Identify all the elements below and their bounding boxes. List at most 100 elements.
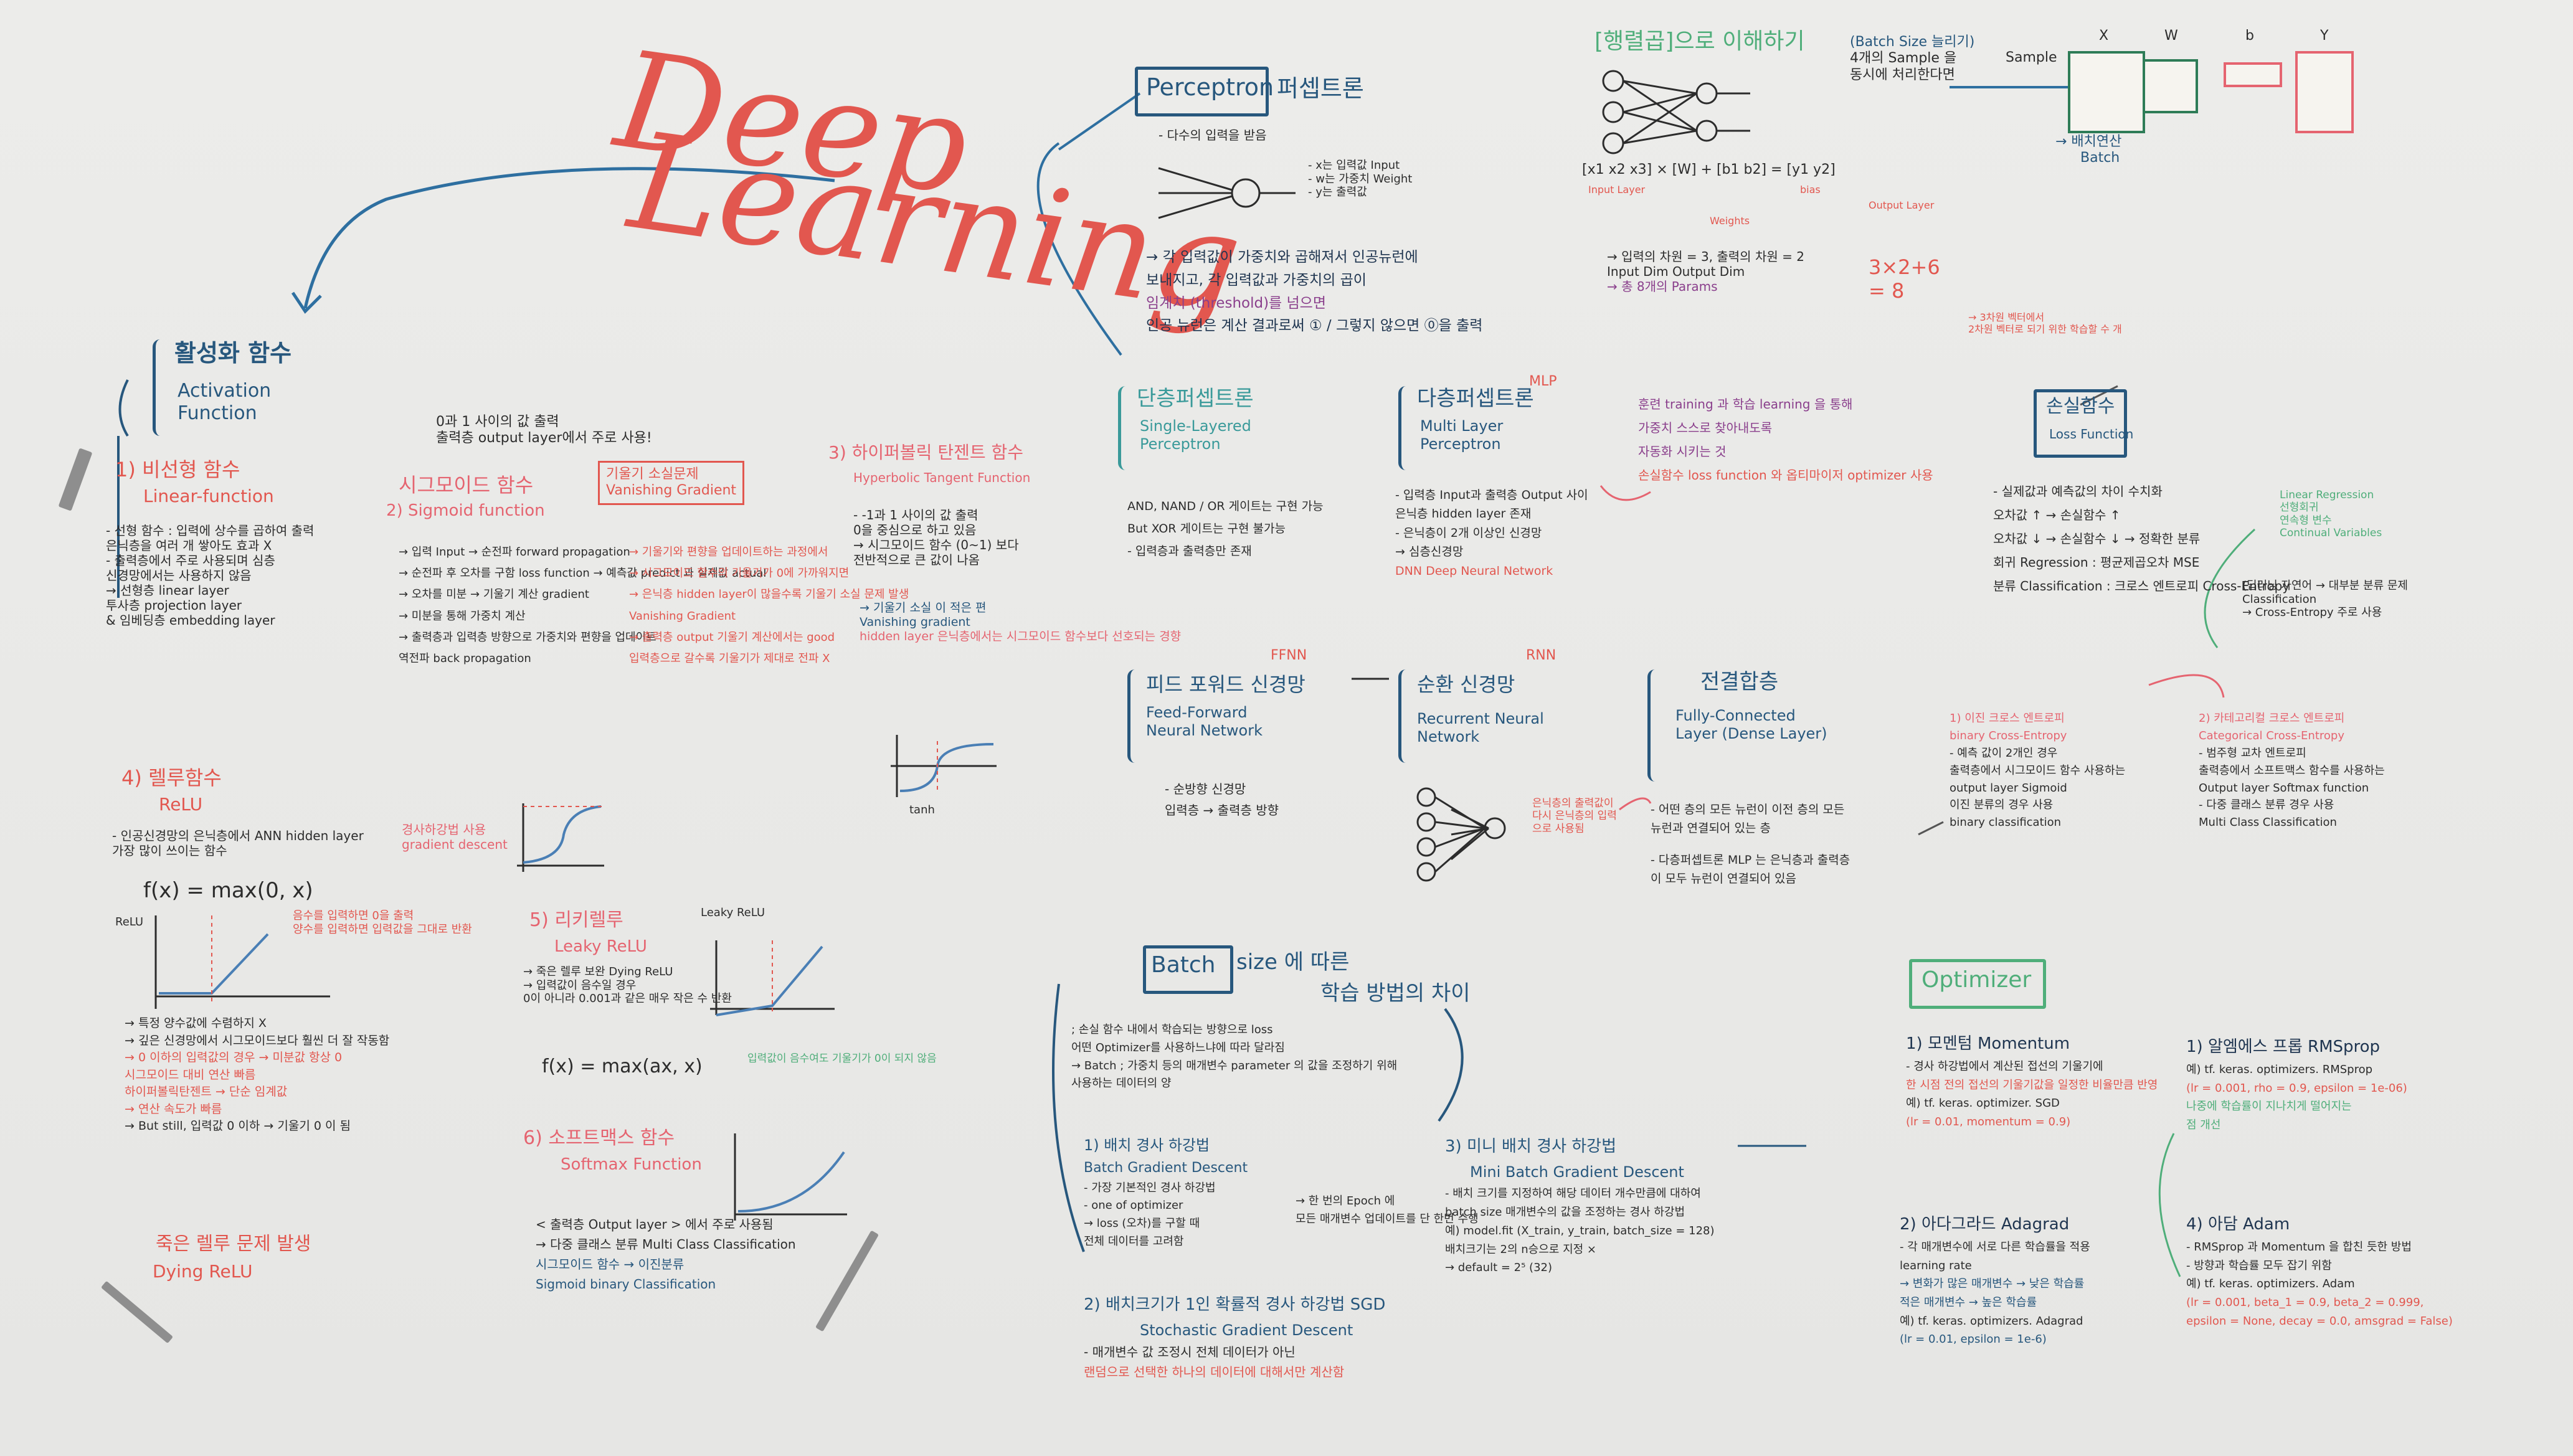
perceptron-xwy: - x는 입력값 Input- w는 가중치 Weight- y는 출력값 — [1308, 159, 1413, 199]
relu-title: 4) 렐루함수 — [121, 766, 222, 790]
ffnn-title: 피드 포워드 신경망 — [1146, 673, 1305, 696]
multi-layer-title-en: Multi Layer Perceptron — [1420, 417, 1504, 453]
leaky-notes: → 죽은 렐루 보완 Dying ReLU→ 입력값이 음수일 경우 0이 아니… — [523, 965, 732, 1006]
perceptron-notes: - 다수의 입력을 받음 — [1159, 128, 1267, 143]
rnn-title: 순환 신경망 — [1417, 673, 1515, 696]
perceptron-box: Perceptron — [1146, 73, 1274, 101]
matrix-x — [2068, 51, 2145, 133]
activation-heading-en: Activation Function — [178, 380, 272, 424]
tanh-notes: - -1과 1 사이의 값 출력 0을 중심으로 하고 있음→ 시그모이드 함수… — [853, 508, 1019, 567]
loss-side-note2: (딥러닝 자연어 → 대부분 분류 문제 Classification→ Cro… — [2242, 579, 2408, 620]
weights-label: Weights — [1710, 215, 1750, 227]
bgd-epoch: → 한 번의 Epoch 에 모든 매개변수 업데이트를 단 한번 수행 — [1296, 1194, 1479, 1226]
col-x: X — [2099, 28, 2109, 44]
ffnn-tag: FFNN — [1271, 648, 1307, 663]
matrix-calc: 3×2+6 = 8 — [1869, 255, 1940, 303]
multi-layer-title: 다층퍼셉트론 — [1417, 386, 1534, 411]
single-layer-title-en: Single-Layered Perceptron — [1140, 417, 1251, 453]
dense-title-en: Fully-Connected Layer (Dense Layer) — [1675, 707, 1827, 742]
matrix-b — [2224, 62, 2282, 87]
multi-layer-notes: - 입력층 Input과 출력층 Output 사이 은닉층 hidden la… — [1395, 488, 1588, 578]
leaky-title: 5) 리키렐루 — [529, 909, 623, 931]
ffnn-title-en: Feed-Forward Neural Network — [1146, 704, 1263, 739]
tanh-title-en: Hyperbolic Tangent Function — [853, 470, 1031, 485]
batch-title2: 학습 방법의 차이 — [1320, 981, 1471, 1006]
input-layer-label: Input Layer — [1588, 184, 1646, 196]
matrix-calc-note: → 3차원 벡터에서 2차원 벡터로 되기 위한 학습할 수 개 — [1968, 311, 2122, 336]
mlp-tag: MLP — [1529, 374, 1557, 389]
col-y: Y — [2320, 28, 2329, 44]
matrix-y — [2295, 51, 2354, 133]
sigmoid-red-notes: → 기울기와 편향을 업데이트하는 과정에서→ 시그모이드 함수의 기울기가 0… — [629, 546, 909, 665]
linear-title-en: Linear-function — [143, 486, 274, 506]
batch-box: Batch — [1151, 952, 1216, 978]
col-w: W — [2164, 28, 2178, 44]
matrix-dims: → 입력의 차원 = 3, 출력의 차원 = 2 Input Dim Outpu… — [1607, 249, 1804, 294]
rnn-note: 은닉층의 출력값이 다시 은닉층의 입력으로 사용됨 — [1532, 797, 1617, 835]
output-layer-label: Output Layer — [1869, 199, 1935, 211]
linear-notes: - 선형 함수 : 입력에 상수를 곱하여 출력 은닉층을 여러 개 쌓아도 효… — [106, 523, 315, 628]
leaky-graph-note: 입력값이 음수여도 기울기가 0이 되지 않음 — [747, 1052, 937, 1065]
perceptron-explain: → 각 입력값이 가중치와 곱해져서 인공뉴런에 보내지고, 각 입력값과 가중… — [1146, 249, 1483, 334]
leaky-title-en: Leaky ReLU — [554, 937, 647, 956]
sample-label: Sample — [2006, 50, 2057, 65]
relu-title-en: ReLU — [159, 794, 203, 815]
dying-relu-en: Dying ReLU — [153, 1261, 253, 1282]
rnn-title-en: Recurrent Neural Network — [1417, 710, 1544, 745]
softmax-title-en: Softmax Function — [561, 1155, 702, 1174]
sigmoid-steps: → 입력 Input → 순전파 forward propagation→ 순전… — [399, 546, 767, 665]
loss-title: 손실함수 — [2046, 395, 2115, 417]
relu-notes-list: → 특정 양수값에 수렴하지 X→ 깊은 신경망에서 시그모이드보다 훨씬 더 … — [125, 1016, 390, 1133]
perceptron-title: 퍼셉트론 — [1277, 75, 1364, 102]
softmax-title: 6) 소프트맥스 함수 — [523, 1127, 675, 1149]
rnn-tag: RNN — [1526, 648, 1557, 663]
sigmoid-title: 시그모이드 함수 — [399, 473, 534, 497]
dying-relu: 죽은 렐루 문제 발생 — [156, 1233, 311, 1255]
momentum: 1) 모멘텀 Momentum- 경사 하강법에서 계산된 접선의 기울기에 한… — [1906, 1034, 2158, 1128]
matrix-heading: [행렬곱]으로 이해하기 — [1595, 29, 1805, 54]
leaky-graph-label: Leaky ReLU — [701, 906, 765, 919]
adam: 4) 아담 Adam- RMSprop 과 Momentum 을 합친 듯한 방… — [2186, 1215, 2453, 1328]
matrix-row: [x1 x2 x3] × [W] + [b1 b2] = [y1 y2] — [1582, 162, 1836, 177]
loss-title-en: Loss Function — [2049, 427, 2134, 442]
adagrad: 2) 아다그라드 Adagrad- 각 매개변수에 서로 다른 학습률을 적용 … — [1900, 1215, 2090, 1346]
relu-notes: - 인공신경망의 은닉층에서 ANN hidden layer 가장 많이 쓰이… — [112, 828, 364, 858]
single-layer-title: 단층퍼셉트론 — [1137, 386, 1254, 411]
tanh-vanish: → 기울기 소실 이 적은 편 Vanishing gradient hidde… — [860, 601, 1182, 643]
relu-formula: f(x) = max(0, x) — [143, 878, 313, 903]
tanh-label: tanh — [909, 803, 935, 816]
relu-graph-label: ReLU — [115, 915, 144, 929]
col-b: b — [2245, 28, 2254, 44]
matrix-w — [2143, 59, 2198, 113]
dense-title: 전결합층 — [1700, 669, 1779, 694]
leaky-formula: f(x) = max(ax, x) — [542, 1056, 703, 1077]
bias-label: bias — [1800, 184, 1821, 196]
loss-notes: - 실제값과 예측값의 차이 수치화 오차값 ↑ → 손실함수 ↑ 오차값 ↓ … — [1993, 484, 2290, 593]
linear-title: 1) 비선형 함수 — [115, 458, 240, 481]
activation-heading: 활성화 함수 — [174, 339, 292, 367]
optimizer-box: Optimizer — [1921, 967, 2032, 993]
tanh-title: 3) 하이퍼볼릭 탄젠트 함수 — [828, 442, 1024, 463]
batch-title: size 에 따른 — [1236, 950, 1350, 975]
softmax-notes: < 출력층 Output layer > 에서 주로 사용됨→ 다중 클래스 분… — [536, 1217, 796, 1292]
batch-notes: ; 손실 함수 내에서 학습되는 방향으로 loss 어떤 Optimizer를… — [1071, 1023, 1398, 1090]
dense-notes: - 어떤 층의 모든 뉴런이 이전 층의 모든 뉴런과 연결되어 있는 층- 다… — [1651, 803, 1850, 886]
